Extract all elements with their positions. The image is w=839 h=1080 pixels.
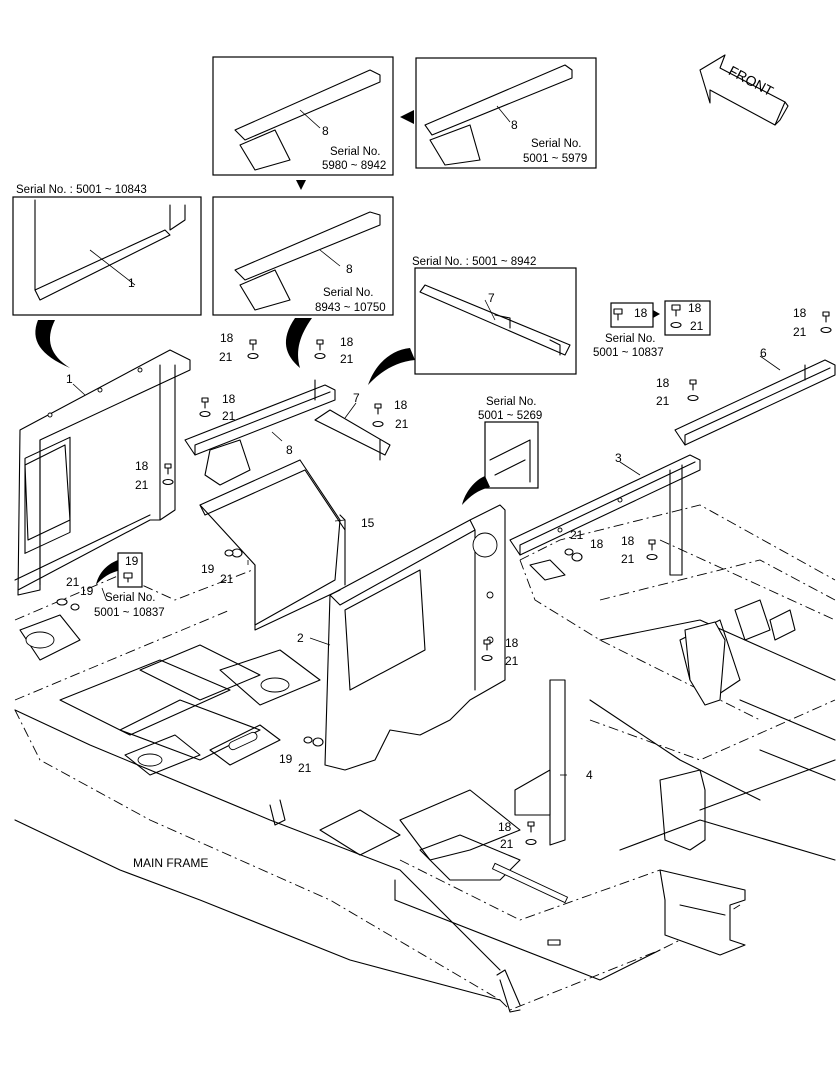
detail-box-part1 [12,196,202,316]
part-number-8: 8 [511,118,518,132]
serial-label-4a: Serial No. [323,287,374,299]
fastener-18: 18 [688,301,702,315]
main-frame-outline [14,504,836,1013]
serial-label-7b: 5001 ~ 5269 [478,410,542,422]
fastener-21: 21 [222,409,236,423]
leader-lines [72,355,781,776]
fastener-18: 18 [340,335,354,349]
fastener-21: 21 [298,761,312,775]
fastener-21: 21 [395,417,409,431]
fastener-21: 21 [793,325,807,339]
serial-label-3a: Serial No. [531,138,582,150]
fastener-21: 21 [220,572,234,586]
part-number-2: 2 [297,631,304,645]
fastener-18: 18 [656,376,670,390]
fastener-21: 21 [621,552,635,566]
serial-label-1: Serial No. : 5001 ~ 10843 [16,184,147,196]
fastener-21: 21 [505,654,519,668]
serial-label-2a: Serial No. [330,146,381,158]
fastener-18: 18 [590,537,604,551]
detail-box-part8-a [212,56,394,176]
part-15-cover [199,459,346,631]
main-frame-label: MAIN FRAME [133,856,208,870]
serial-label-5: Serial No. : 5001 ~ 8942 [412,256,536,268]
part-number-4: 4 [586,768,593,782]
part-1-panel [14,349,191,596]
fastener-21: 21 [219,350,233,364]
serial-label-8a: Serial No. [105,592,156,604]
serial-label-7a: Serial No. [486,396,537,408]
part-number-1: 1 [128,276,135,290]
serial-bolt-boxes [117,300,711,588]
part-number-8: 8 [322,124,329,138]
part-3-bracket [509,454,701,576]
part-7-mounted [314,409,391,461]
detail-box-part7 [414,267,577,375]
fastener-19: 19 [125,554,139,568]
fastener-21: 21 [66,575,80,589]
fastener-19: 19 [80,584,94,598]
fastener-18: 18 [498,820,512,834]
fastener-18: 18 [222,392,236,406]
fastener-19: 19 [279,752,293,766]
fastener-21: 21 [690,319,704,333]
part-number-8: 8 [346,262,353,276]
fastener-21: 21 [570,528,584,542]
part-2-panel [324,504,506,771]
part-number-7: 7 [353,391,360,405]
part-8-mounted [184,379,336,486]
part-number-3: 3 [615,451,622,465]
serial-label-6a: Serial No. [605,333,656,345]
serial-label-2b: 5980 ~ 8942 [322,160,386,172]
fastener-18: 18 [621,534,635,548]
serial-label-8b: 5001 ~ 10837 [94,607,165,619]
bolt-icons [56,311,832,846]
part-number-1: 1 [66,372,73,386]
fastener-21: 21 [656,394,670,408]
fastener-18: 18 [505,636,519,650]
fastener-21: 21 [500,837,514,851]
labels: Serial No. : 5001 ~ 10843 Serial No. 598… [16,62,807,870]
fastener-19: 19 [201,562,215,576]
part-6-bracket [674,359,836,446]
serial-label-6b: 5001 ~ 10837 [593,347,664,359]
part-number-8: 8 [286,443,293,457]
fastener-18: 18 [394,398,408,412]
detail-box-part8-c [212,196,394,316]
fastener-18: 18 [135,459,149,473]
detail-box-part8-b [415,57,597,169]
fastener-21: 21 [340,352,354,366]
fastener-18: 18 [220,331,234,345]
leader-arrows [35,110,660,585]
serial-label-4b: 8943 ~ 10750 [315,302,386,314]
part-number-7: 7 [488,291,495,305]
part-4-post [514,679,566,946]
fastener-18: 18 [793,306,807,320]
part-number-6: 6 [760,346,767,360]
fastener-21: 21 [135,478,149,492]
part-number-15: 15 [361,516,375,530]
serial-label-3b: 5001 ~ 5979 [523,153,587,165]
fastener-18: 18 [634,306,648,320]
front-arrow-icon [699,54,789,126]
detail-box-serial-5001-5269 [484,421,539,489]
